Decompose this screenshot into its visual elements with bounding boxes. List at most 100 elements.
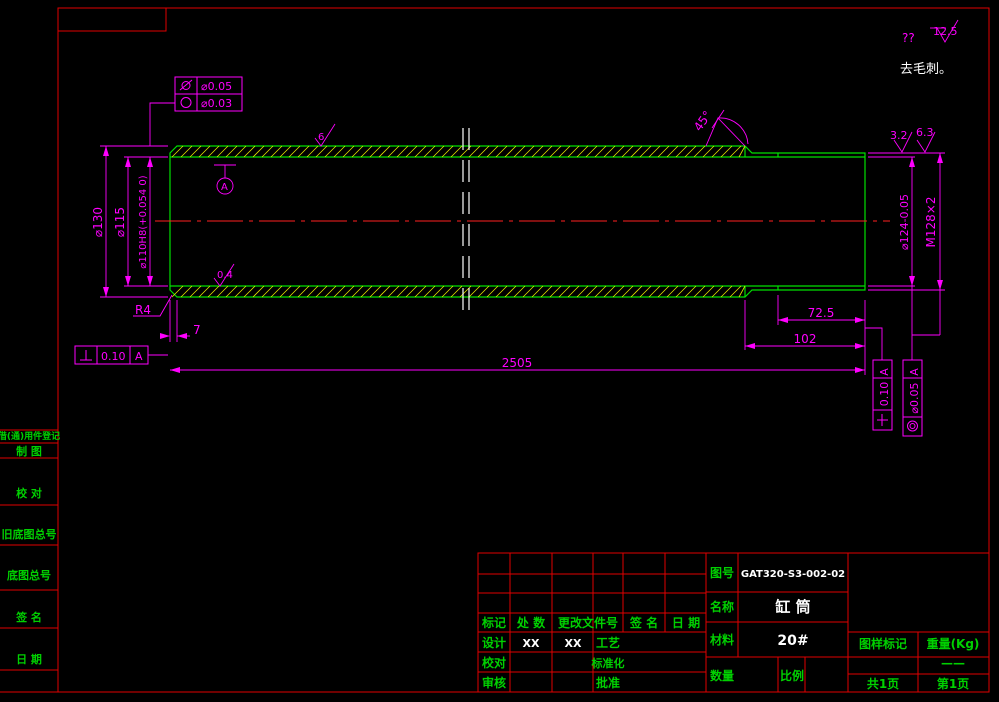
hatch-line — [306, 285, 319, 298]
hatch-line — [198, 145, 211, 158]
tb-sign: 签 名 — [629, 615, 658, 630]
tb-process: 工艺 — [596, 635, 620, 650]
hatch-line — [702, 145, 715, 158]
hatch-line — [585, 145, 598, 158]
tb-proofread: 校对 — [482, 655, 506, 670]
hatch-line — [594, 145, 607, 158]
hatch-line — [279, 145, 292, 158]
dim-d124: ⌀124-0.05 — [898, 194, 911, 250]
tb-design: 设计 — [482, 635, 506, 650]
hatch-line — [540, 285, 553, 298]
tb-count: 处 数 — [516, 615, 546, 630]
tb-quantity-label: 数量 — [710, 668, 734, 683]
side-label-sign: 签 名 — [15, 610, 42, 624]
dimensions — [100, 102, 945, 375]
hatch-line — [252, 285, 265, 298]
tb-material: 20# — [777, 633, 808, 649]
hatch-line — [594, 285, 607, 298]
hatch-line — [468, 285, 481, 298]
roughness-prefix: ?? — [902, 31, 915, 45]
hatch-line — [441, 145, 454, 158]
hatch-line — [504, 285, 517, 298]
hatch-line — [387, 145, 400, 158]
hatch-line — [567, 145, 580, 158]
hatch-line — [666, 285, 679, 298]
gdt-perp-right-value: 0.10 — [878, 382, 891, 407]
hatch-line — [459, 285, 472, 298]
tb-design-val2: XX — [565, 637, 582, 650]
dim-len7: 7 — [193, 323, 201, 337]
rough-3-2: 3.2 — [890, 129, 908, 142]
tb-sample-mark: 图样标记 — [859, 636, 907, 651]
hatch-line — [621, 285, 634, 298]
dim-total-length: 2505 — [502, 356, 533, 370]
dim-od: ⌀130 — [91, 207, 105, 237]
tb-scale-label: 比例 — [780, 668, 804, 683]
hatch-line — [207, 285, 220, 298]
hatch-line — [450, 285, 463, 298]
note-deburr: 去毛刺。 — [900, 62, 953, 77]
hatch-line — [243, 285, 256, 298]
hatch-line — [468, 145, 481, 158]
hatch-line — [612, 285, 625, 298]
hatch-line — [234, 285, 247, 298]
gdt-coax-right-value: ⌀0.05 — [908, 382, 921, 413]
hatch-line — [657, 285, 670, 298]
hatch-line — [495, 145, 508, 158]
hatch-line — [360, 285, 373, 298]
hatch-line — [639, 145, 652, 158]
hatch-line — [324, 285, 337, 298]
tb-material-label: 材料 — [709, 632, 734, 647]
hatch-line — [513, 145, 526, 158]
hatch-line — [531, 145, 544, 158]
hatch-line — [603, 145, 616, 158]
hatch-line — [558, 285, 571, 298]
hatch-line — [522, 145, 535, 158]
hatch-line — [324, 145, 337, 158]
side-label-date: 日 期 — [16, 652, 42, 666]
hatch-line — [396, 285, 409, 298]
rough-top: 6 — [318, 132, 324, 143]
tb-total-sheets: 共1页 — [867, 676, 899, 691]
tb-review: 审核 — [482, 675, 506, 690]
hatch-line — [252, 145, 265, 158]
hatch-line — [729, 285, 742, 298]
hatch-line — [270, 285, 283, 298]
gdt-perp-left-value: 0.10 — [101, 350, 126, 363]
gdt-concentricity: ⌀0.03 — [201, 97, 232, 110]
hatch-line — [432, 145, 445, 158]
dim-102: 102 — [794, 332, 817, 346]
hatch-line — [486, 145, 499, 158]
hatch-line — [315, 285, 328, 298]
gdt-frames — [74, 76, 923, 437]
tb-name-label: 名称 — [710, 599, 734, 614]
gdt-cylindricity: ⌀0.05 — [201, 80, 232, 93]
hatch-line — [261, 145, 274, 158]
title-block-text: 标记 处 数 更改文件号 签 名 日 期 设计 XX XX 工艺 校对 标准化 … — [481, 565, 979, 691]
tb-part-name: 缸 筒 — [775, 598, 810, 616]
hatch-line — [216, 285, 229, 298]
tb-change-doc: 更改文件号 — [558, 615, 618, 630]
dim-72-5: 72.5 — [808, 306, 835, 320]
hatch-line — [432, 285, 445, 298]
dim-chamfer: 45° — [691, 108, 715, 133]
hatch-line — [720, 285, 733, 298]
hatch-line — [648, 145, 661, 158]
dim-bore: ⌀110H8(+0.054 0) — [138, 175, 149, 268]
hatch-line — [423, 145, 436, 158]
tb-sheet-no: 第1页 — [937, 676, 969, 691]
hatch-line — [621, 145, 634, 158]
hatch-line — [333, 145, 346, 158]
hatch-line — [288, 145, 301, 158]
hatch-line — [711, 145, 724, 158]
hatch-line — [504, 145, 517, 158]
hatch-line — [378, 285, 391, 298]
hatch-line — [477, 145, 490, 158]
hatch-line — [675, 285, 688, 298]
side-label-base: 底图总号 — [7, 568, 51, 582]
hatch-line — [279, 285, 292, 298]
hatch-line — [567, 285, 580, 298]
hatch-line — [630, 145, 643, 158]
tb-drawing-no: GAT320-S3-002-02 — [741, 569, 845, 580]
